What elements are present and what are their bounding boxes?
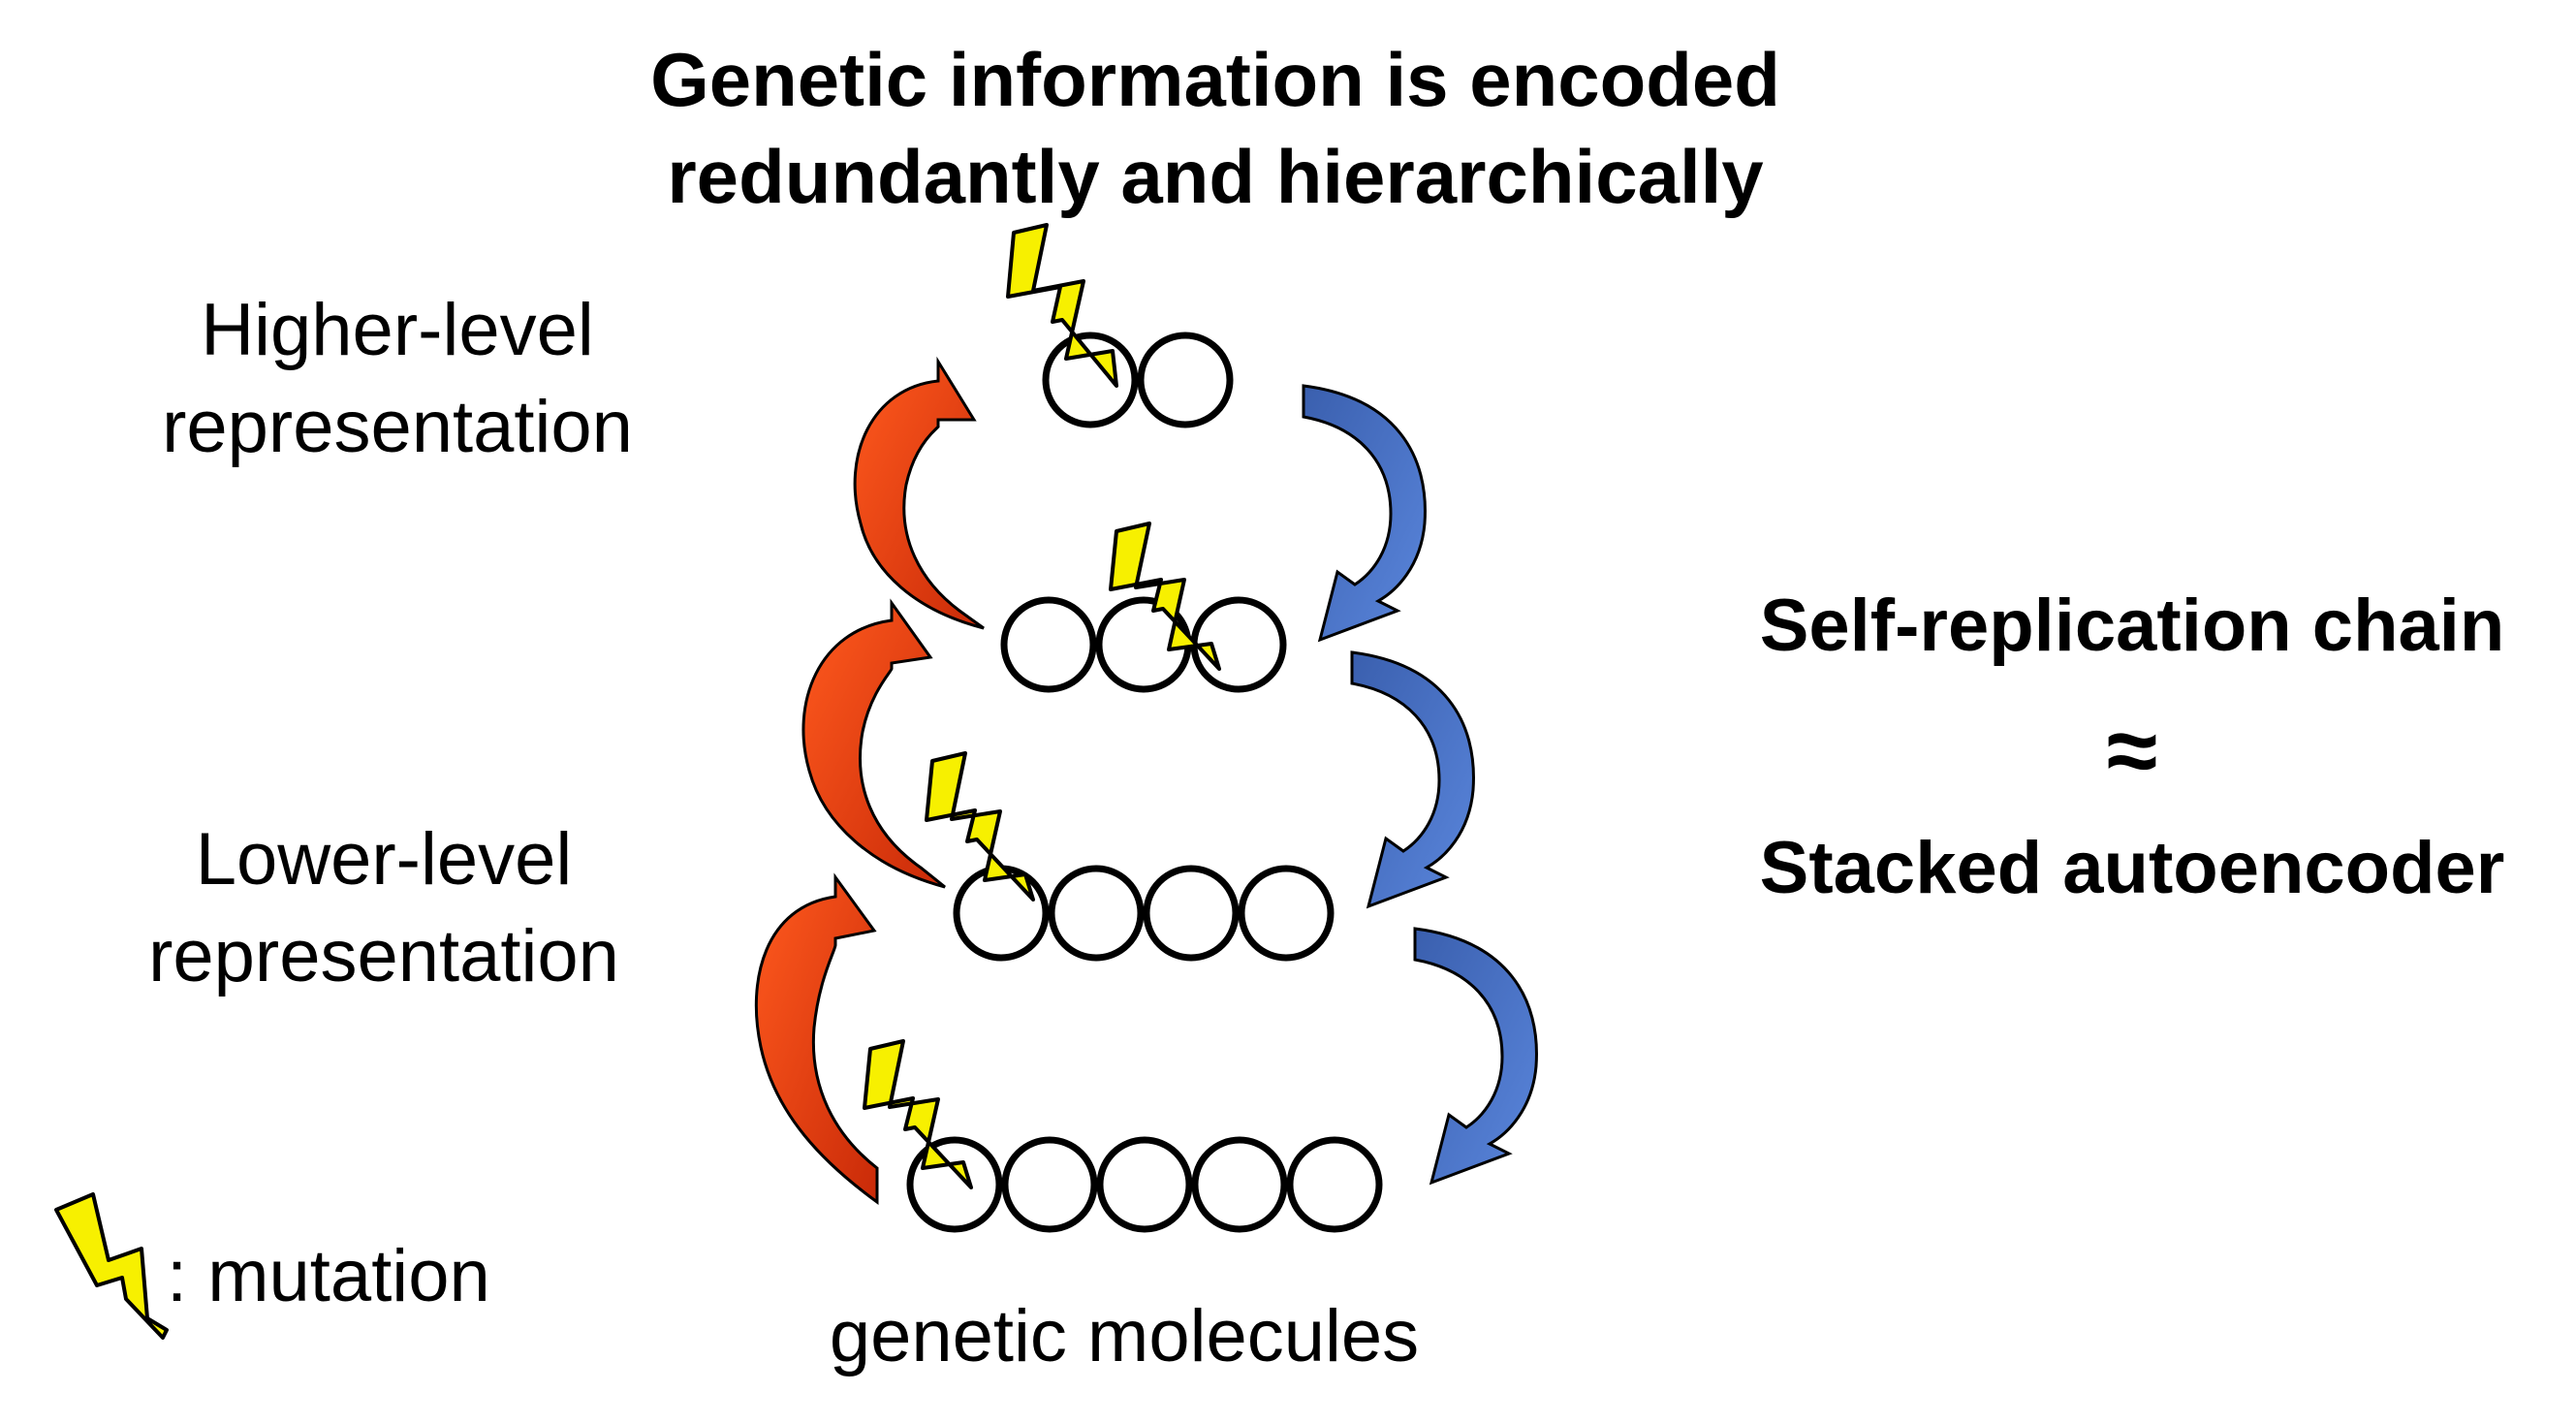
molecule-circle-level-4-3 [1096,1136,1193,1233]
blue-arrow-level-3 [1413,927,1538,1186]
mutation-bolt-level-4 [925,751,1035,902]
stacked-autoencoder-label: Stacked autoencoder [1759,827,2505,909]
approx-symbol: ≈ [2106,699,2158,803]
molecule-circle-level-3-2 [1048,865,1145,962]
molecule-circle-level-4-1 [906,1136,1003,1233]
mutation-bolt-level-5 [863,1039,973,1189]
lower-level-label-line-1: Lower-level [195,818,573,901]
red-arrow-level-2 [853,356,985,630]
red-arrow-level-4 [754,872,879,1205]
legend-mutation-label: : mutation [167,1235,490,1317]
legend-bolt-icon [54,1192,169,1340]
molecule-circle-level-4-5 [1286,1136,1383,1233]
self-replication-chain-label: Self-replication chain [1759,585,2505,667]
red-arrow-level-3 [801,598,946,889]
higher-level-label-line-2: representation [162,386,633,468]
molecule-circle-level-3-4 [1238,865,1335,962]
title-line-1: Genetic information is encoded [650,37,1780,122]
blue-arrow-level-2 [1350,650,1475,909]
molecule-circle-level-1-1 [1042,332,1139,428]
lower-level-label-line-2: representation [148,915,619,997]
molecule-circle-level-2-1 [1000,596,1097,693]
molecule-circle-level-3-1 [953,865,1050,962]
title-line-2: redundantly and hierarchically [667,134,1764,219]
molecule-circles [906,332,1383,1233]
mutation-bolt-level-3 [1109,522,1221,671]
molecule-circle-level-1-2 [1137,332,1234,428]
molecule-circle-level-3-3 [1143,865,1240,962]
molecule-circle-level-4-2 [1001,1136,1098,1233]
mutation-bolt-level-2 [1006,223,1118,388]
higher-level-label-line-1: Higher-level [201,289,594,371]
genetic-molecules-label: genetic molecules [829,1295,1420,1377]
molecule-circle-level-4-4 [1191,1136,1288,1233]
blue-arrow-level-1 [1302,384,1427,643]
